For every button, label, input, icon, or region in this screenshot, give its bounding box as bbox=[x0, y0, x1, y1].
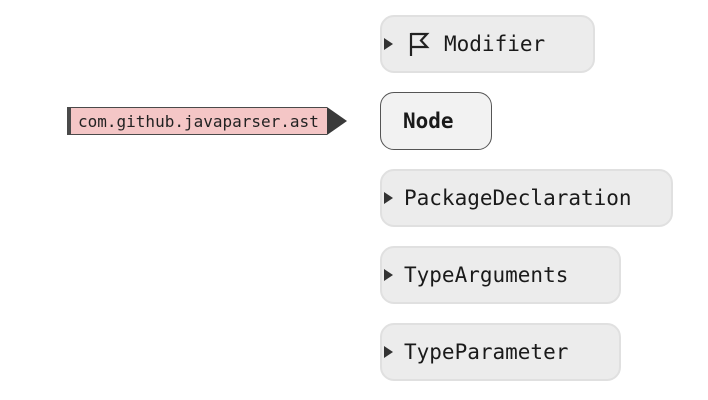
node-type-arguments[interactable]: TypeArguments bbox=[380, 246, 621, 304]
package-arrow-icon bbox=[326, 107, 347, 135]
node-label: PackageDeclaration bbox=[404, 186, 632, 210]
node-label: Modifier bbox=[444, 32, 546, 56]
node-modifier[interactable]: Modifier bbox=[380, 15, 595, 73]
node-type-parameter[interactable]: TypeParameter bbox=[380, 323, 621, 381]
expand-arrow-icon[interactable] bbox=[384, 346, 393, 358]
node-current[interactable]: Node bbox=[380, 92, 492, 150]
package-name: com.github.javaparser.ast bbox=[67, 107, 327, 135]
flag-icon bbox=[409, 32, 430, 56]
node-package-declaration[interactable]: PackageDeclaration bbox=[380, 169, 673, 227]
package-label: com.github.javaparser.ast bbox=[67, 107, 347, 135]
node-label: TypeParameter bbox=[404, 340, 569, 364]
expand-arrow-icon[interactable] bbox=[384, 192, 393, 204]
expand-arrow-icon[interactable] bbox=[384, 269, 393, 281]
node-label: TypeArguments bbox=[404, 263, 569, 287]
expand-arrow-icon[interactable] bbox=[384, 38, 393, 50]
node-label: Node bbox=[403, 109, 454, 133]
